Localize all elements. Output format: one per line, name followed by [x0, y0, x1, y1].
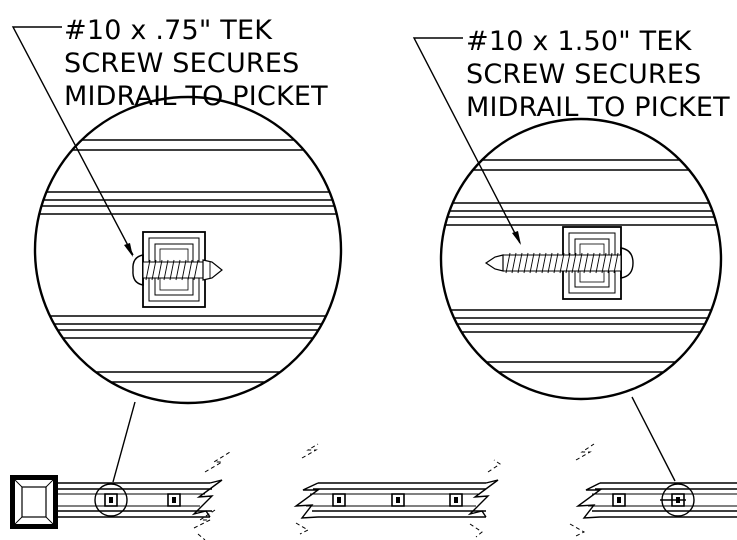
- end-post: [10, 475, 58, 529]
- callout-left-line1: #10 x .75" TEK: [64, 15, 273, 46]
- break-lines: [193, 443, 595, 540]
- screw-short: [132, 254, 223, 286]
- leader-left: [11, 26, 134, 257]
- callout-left: #10 x .75" TEK SCREW SECURES MIDRAIL TO …: [64, 15, 328, 112]
- leader-right: [412, 37, 521, 245]
- rail-segment-3: [575, 482, 737, 519]
- callout-right-line2: SCREW SECURES: [466, 59, 701, 90]
- callout-left-line2: SCREW SECURES: [64, 48, 299, 79]
- callout-right-line1: #10 x 1.50" TEK: [466, 26, 693, 57]
- rail-elevation: [10, 443, 737, 540]
- rail-segment-2: [293, 479, 499, 519]
- callout-right-line3: MIDRAIL TO PICKET: [466, 92, 730, 123]
- screw-long: [484, 247, 634, 279]
- detail-circle-right: [439, 117, 723, 401]
- callout-right: #10 x 1.50" TEK SCREW SECURES MIDRAIL TO…: [466, 26, 730, 123]
- rail-segment-1: [58, 479, 223, 518]
- detail-circle-left: [33, 95, 343, 405]
